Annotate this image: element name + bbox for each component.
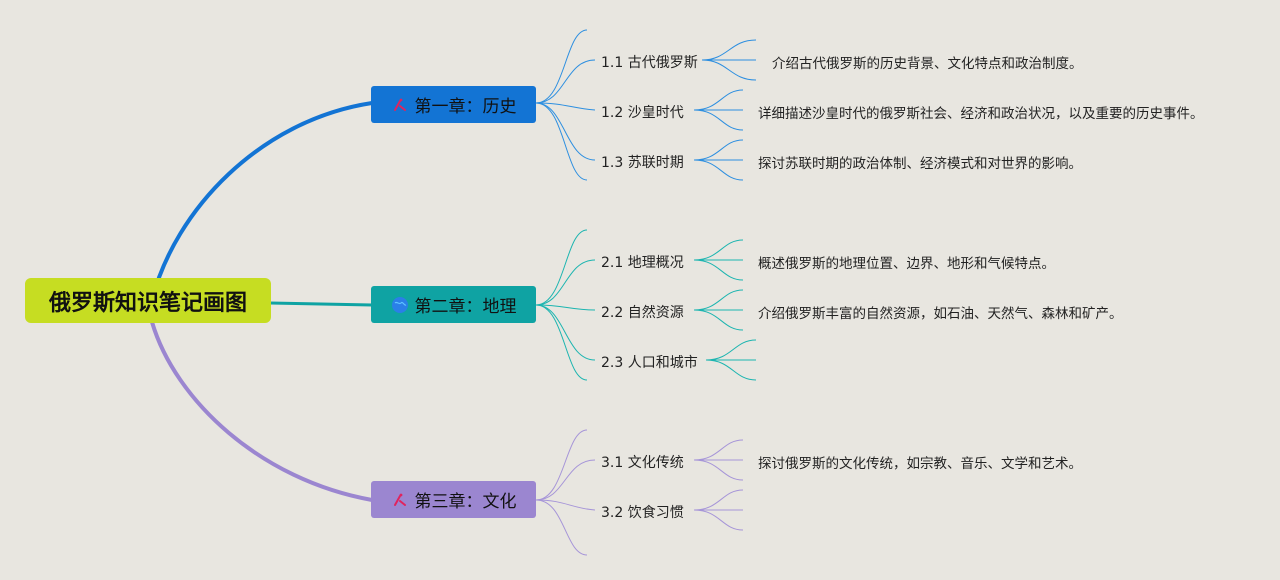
section-node[interactable]: 2.3 人口和城市 bbox=[601, 355, 698, 371]
root-title: 俄罗斯知识笔记画图 bbox=[48, 290, 247, 316]
section-description[interactable]: 探讨苏联时期的政治体制、经济模式和对世界的影响。 bbox=[758, 156, 1082, 172]
chapter-node-geography[interactable]: 第二章：地理 bbox=[371, 286, 536, 323]
connector-root-ch3 bbox=[150, 320, 374, 502]
section-description[interactable]: 介绍俄罗斯丰富的自然资源，如石油、天然气、森林和矿产。 bbox=[758, 306, 1123, 322]
ch2-fan bbox=[535, 229, 757, 381]
section-node[interactable]: 1.1 古代俄罗斯 bbox=[601, 55, 698, 71]
chapter-node-culture[interactable]: 第三章：文化 bbox=[371, 481, 536, 518]
section-node[interactable]: 2.1 地理概况 bbox=[601, 255, 684, 271]
root-node[interactable]: 俄罗斯知识笔记画图 bbox=[25, 278, 271, 323]
globe-icon bbox=[391, 296, 409, 314]
section-node[interactable]: 3.2 饮食习惯 bbox=[601, 505, 684, 521]
section-node[interactable]: 1.2 沙皇时代 bbox=[601, 105, 684, 121]
ch3-fan bbox=[535, 429, 744, 556]
pen-ruler-icon bbox=[391, 96, 409, 114]
connector-root-ch1 bbox=[150, 101, 374, 302]
chapter-title: 第一章：历史 bbox=[414, 97, 517, 117]
section-description[interactable]: 探讨俄罗斯的文化传统，如宗教、音乐、文学和艺术。 bbox=[758, 456, 1082, 472]
chapter-node-history[interactable]: 第一章：历史 bbox=[371, 86, 536, 123]
section-node[interactable]: 2.2 自然资源 bbox=[601, 305, 684, 321]
section-node[interactable]: 1.3 苏联时期 bbox=[601, 155, 684, 171]
chapter-title: 第二章：地理 bbox=[414, 297, 517, 317]
section-description[interactable]: 介绍古代俄罗斯的历史背景、文化特点和政治制度。 bbox=[772, 56, 1083, 72]
pen-ruler-icon bbox=[391, 491, 409, 509]
chapter-title: 第三章：文化 bbox=[414, 492, 517, 512]
section-node[interactable]: 3.1 文化传统 bbox=[601, 455, 684, 471]
section-description[interactable]: 概述俄罗斯的地理位置、边界、地形和气候特点。 bbox=[758, 256, 1055, 272]
connector-root-ch2 bbox=[268, 301, 374, 307]
section-description[interactable]: 详细描述沙皇时代的俄罗斯社会、经济和政治状况，以及重要的历史事件。 bbox=[758, 106, 1204, 122]
ch1-fan bbox=[535, 29, 757, 181]
